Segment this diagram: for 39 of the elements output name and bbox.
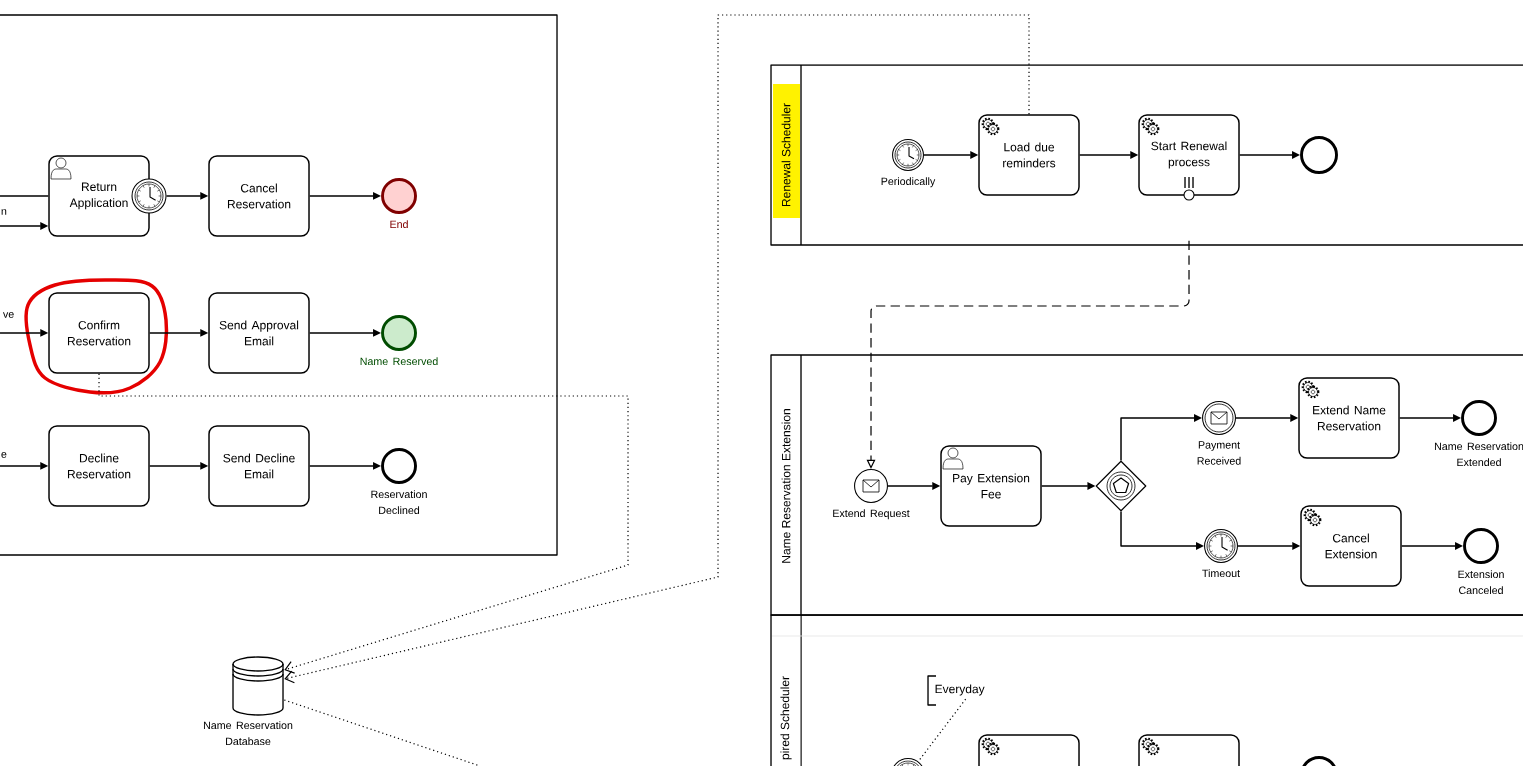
edge-label: n — [0, 208, 8, 216]
task-box: Send Decline Email — [208, 425, 310, 507]
association-line — [283, 699, 481, 766]
lane-label: Renewal Scheduler — [781, 103, 791, 207]
event-label: Extension Canceled — [1458, 570, 1504, 595]
pool-box — [0, 14, 558, 556]
task-box: Load due reminders — [978, 114, 1080, 196]
edge-label: ve — [2, 311, 15, 319]
event-label: Name Reserved — [360, 357, 438, 366]
task-box: Confirm Reservation — [48, 292, 150, 374]
end-event — [1300, 756, 1338, 766]
event-label: End — [390, 220, 408, 229]
association-line — [917, 698, 967, 763]
edge-label: e — [0, 451, 8, 459]
event-gateway — [1095, 460, 1147, 512]
task-box: Send Approval Email — [208, 292, 310, 374]
association-line — [98, 373, 629, 674]
event-label: Periodically — [881, 177, 936, 188]
lane-label: pired Scheduler — [780, 676, 792, 760]
text-annotation: Everyday — [927, 675, 985, 706]
message-arrow — [866, 240, 1190, 469]
event-label: Payment Received — [1197, 441, 1241, 465]
task-box: Cancel Reservation — [208, 155, 310, 237]
lane-label: Name Reservation Extension — [781, 409, 791, 563]
event-label: Name Reservation Extended — [1435, 442, 1523, 467]
event-label: Reservation Declined — [371, 490, 427, 515]
event-label: Timeout — [1202, 569, 1240, 578]
timer-boundary-event — [131, 178, 167, 214]
end-event — [1300, 136, 1338, 174]
task-box: Pay Extension Fee — [940, 445, 1042, 527]
task-box: Cancel Extension — [1300, 505, 1402, 587]
data-store-label: Name Reservation Database — [204, 721, 293, 746]
task-box: Decline Reservation — [48, 425, 150, 507]
task-box: Return Application — [48, 155, 150, 237]
association-line — [284, 14, 1030, 684]
task-box: Start Renewal process — [1138, 114, 1240, 196]
event-label: Extend Request — [833, 509, 910, 520]
task-box: Extend Name Reservation — [1298, 377, 1400, 459]
timer-event — [891, 758, 925, 766]
